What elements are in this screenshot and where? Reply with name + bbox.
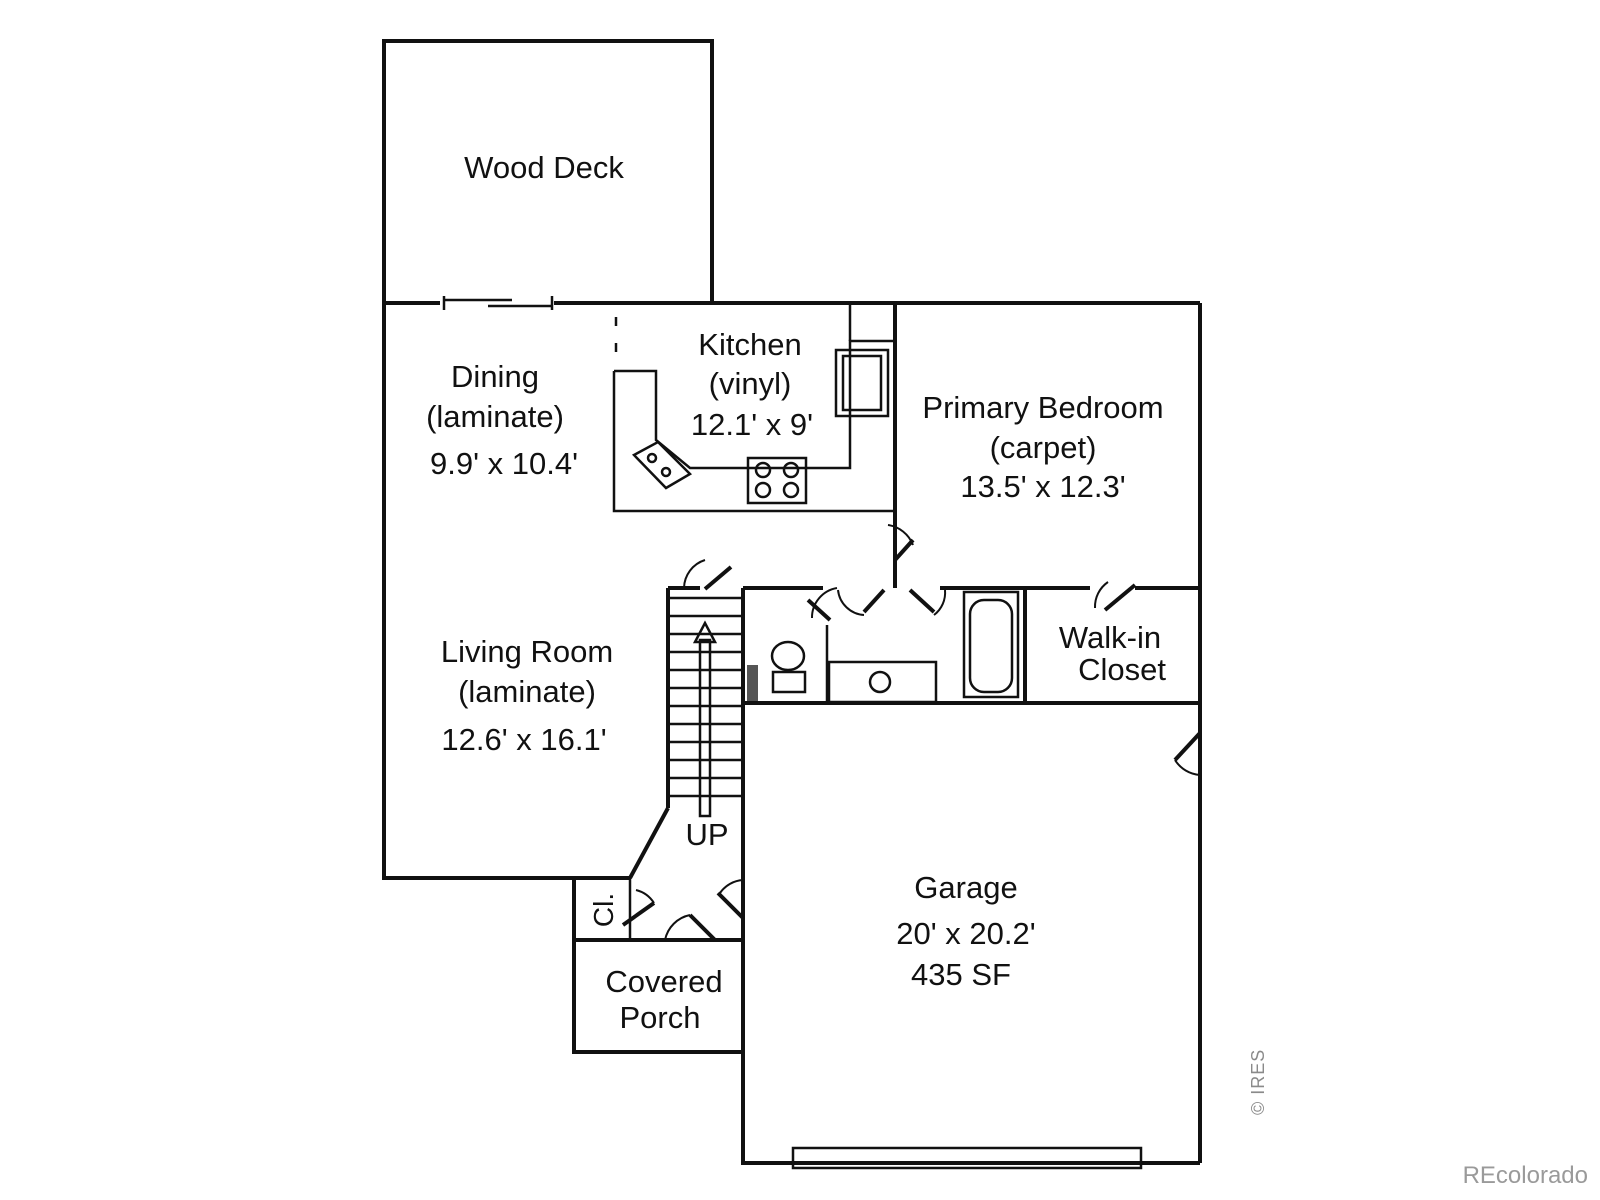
doors — [621, 524, 1202, 942]
sliding-door — [440, 296, 554, 310]
door-hall-left — [806, 598, 832, 622]
door-garage-entry — [716, 891, 745, 920]
stair-arrow-head — [692, 620, 718, 644]
dining-floor: (laminate) — [426, 399, 564, 434]
living-room-size: 12.6' x 16.1' — [441, 722, 606, 757]
garage-label: Garage — [914, 870, 1017, 905]
kitchen-walls — [612, 303, 897, 588]
kitchen-sink — [631, 440, 693, 490]
wood-deck-label: Wood Deck — [464, 150, 624, 185]
door-bedroom — [893, 538, 915, 562]
covered-porch-label-line2: Porch — [620, 1000, 701, 1035]
door-bath-a — [862, 588, 886, 614]
garage-door — [791, 1146, 1143, 1170]
bathtub — [962, 590, 1020, 699]
water-heater — [747, 665, 758, 701]
staircase — [666, 586, 743, 818]
door-front — [688, 913, 717, 942]
kitchen-label: Kitchen — [698, 327, 801, 362]
primary-bedroom-floor: (carpet) — [990, 430, 1097, 465]
door-closet — [1103, 583, 1137, 612]
bedroom-bath-walls — [741, 575, 1200, 705]
vanity — [827, 660, 938, 704]
garage-south-west-wall — [741, 700, 1200, 1165]
recolorado-watermark: REcolorado — [1462, 1162, 1588, 1189]
toilet — [770, 640, 807, 694]
sliding-door-gap — [440, 298, 554, 307]
stair-arrow-shaft — [698, 638, 712, 818]
bathtub-basin — [968, 598, 1014, 694]
stairs-up-label: UP — [685, 817, 728, 852]
entry-angled-wall — [628, 807, 670, 879]
dining-size: 9.9' x 10.4' — [430, 446, 578, 481]
living-room-floor: (laminate) — [458, 674, 596, 709]
walk-in-closet-label-line1: Walk-in — [1059, 620, 1161, 655]
garage-area: 435 SF — [911, 957, 1011, 992]
dining-label: Dining — [451, 359, 539, 394]
vanity-sink — [868, 670, 892, 694]
kitchen-floor: (vinyl) — [709, 366, 792, 401]
refrigerator-inner — [841, 354, 883, 412]
covered-porch-label-line1: Covered — [605, 964, 722, 999]
closet-label: Cl. — [588, 893, 619, 927]
kitchen-stove — [746, 456, 808, 505]
door-bath-b — [908, 588, 936, 614]
primary-bedroom-size: 13.5' x 12.3' — [960, 469, 1125, 504]
refrigerator — [834, 348, 890, 418]
door-entry-closet — [621, 901, 656, 927]
door-stair — [703, 565, 733, 591]
walk-in-closet-label-line2: Closet — [1078, 652, 1166, 687]
kitchen-size: 12.1' x 9' — [691, 407, 813, 442]
garage-size: 20' x 20.2' — [896, 916, 1035, 951]
ires-watermark: © IRES — [1248, 1048, 1268, 1115]
primary-bedroom-label: Primary Bedroom — [922, 390, 1163, 425]
door-garage-side — [1173, 731, 1202, 762]
living-room-label: Living Room — [441, 634, 613, 669]
kitchen-peninsula — [612, 371, 895, 513]
